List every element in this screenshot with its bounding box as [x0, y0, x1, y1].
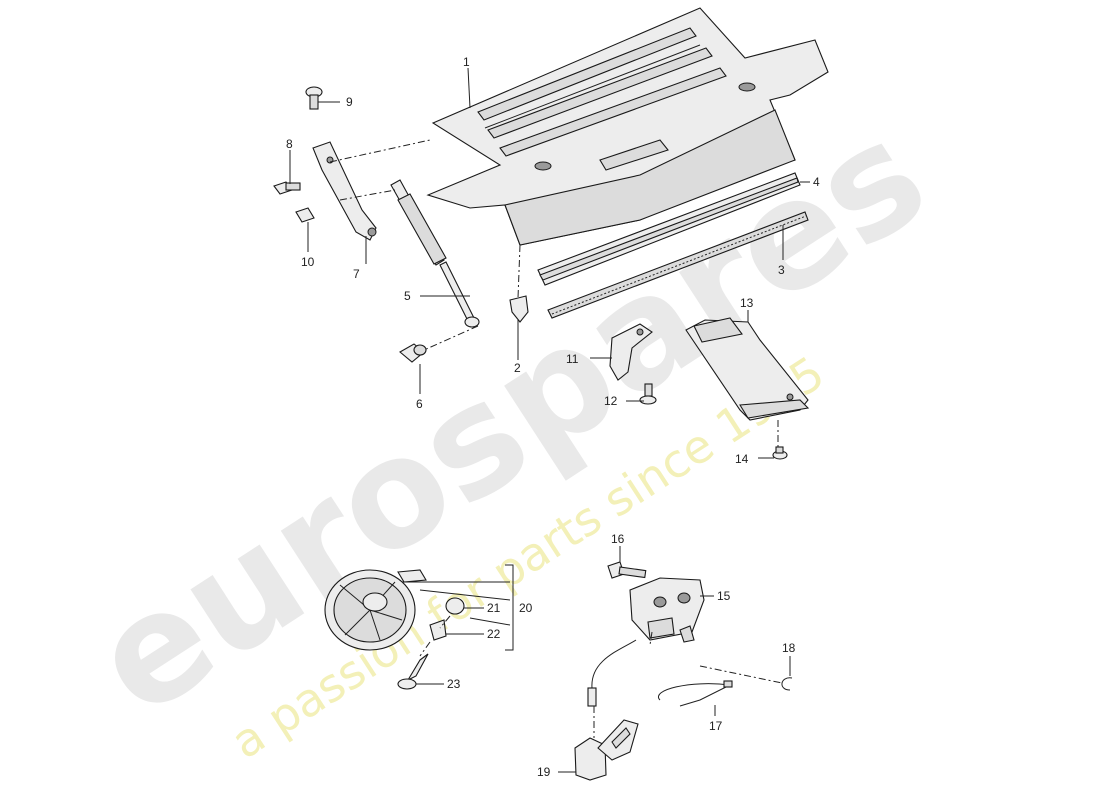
- bolt-16-part[interactable]: [607, 561, 647, 579]
- callout-9: 9: [346, 95, 353, 109]
- callout-18: 18: [782, 641, 796, 655]
- cable-17-part[interactable]: [591, 639, 733, 707]
- callout-17: 17: [709, 719, 723, 733]
- clip-18-part[interactable]: [781, 677, 793, 691]
- callout-5: 5: [404, 289, 411, 303]
- hinge-part[interactable]: [312, 141, 377, 241]
- bracket-part[interactable]: [609, 323, 653, 381]
- screw-23-part[interactable]: [397, 653, 429, 690]
- bump-stop-part[interactable]: [509, 295, 529, 323]
- bolt-9-part[interactable]: [305, 86, 323, 110]
- callout-8: 8: [286, 137, 293, 151]
- cap-10-part[interactable]: [295, 207, 315, 223]
- callout-7: 7: [353, 267, 360, 281]
- fan-part[interactable]: [324, 569, 427, 651]
- trim-strip-part[interactable]: [537, 172, 801, 286]
- gas-strut-part[interactable]: [390, 179, 480, 328]
- rear-lid-part[interactable]: [426, 7, 829, 246]
- callout-12: 12: [604, 394, 618, 408]
- callout-3: 3: [778, 263, 785, 277]
- callout-10: 10: [301, 255, 315, 269]
- callout-22: 22: [487, 627, 501, 641]
- callout-13: 13: [740, 296, 754, 310]
- callout-19: 19: [537, 765, 551, 779]
- callout-4: 4: [813, 175, 820, 189]
- callout-23: 23: [447, 677, 461, 691]
- callout-16: 16: [611, 532, 625, 546]
- grommet-22-part[interactable]: [429, 619, 447, 641]
- callout-20: 20: [519, 601, 533, 615]
- seal-strip-part[interactable]: [547, 211, 809, 319]
- air-duct-part[interactable]: [685, 317, 810, 421]
- screw-12-part[interactable]: [639, 383, 657, 405]
- callout-21: 21: [487, 601, 501, 615]
- clip-14-part[interactable]: [772, 446, 788, 460]
- ball-stud-part[interactable]: [399, 343, 427, 363]
- release-handle-part[interactable]: [574, 687, 639, 781]
- lock-part[interactable]: [629, 577, 705, 643]
- leader-lines: [289, 67, 810, 773]
- callout-labels: 1 2 3 4 5 6 7 8 9 10 11 12 13 14 15 16 1…: [286, 55, 820, 779]
- callout-2: 2: [514, 361, 521, 375]
- callout-14: 14: [735, 452, 749, 466]
- callout-1: 1: [463, 55, 470, 69]
- bolt-8-part[interactable]: [273, 181, 301, 195]
- grommet-21-part[interactable]: [445, 597, 465, 615]
- callout-15: 15: [717, 589, 731, 603]
- callout-11: 11: [566, 352, 579, 366]
- callout-6: 6: [416, 397, 423, 411]
